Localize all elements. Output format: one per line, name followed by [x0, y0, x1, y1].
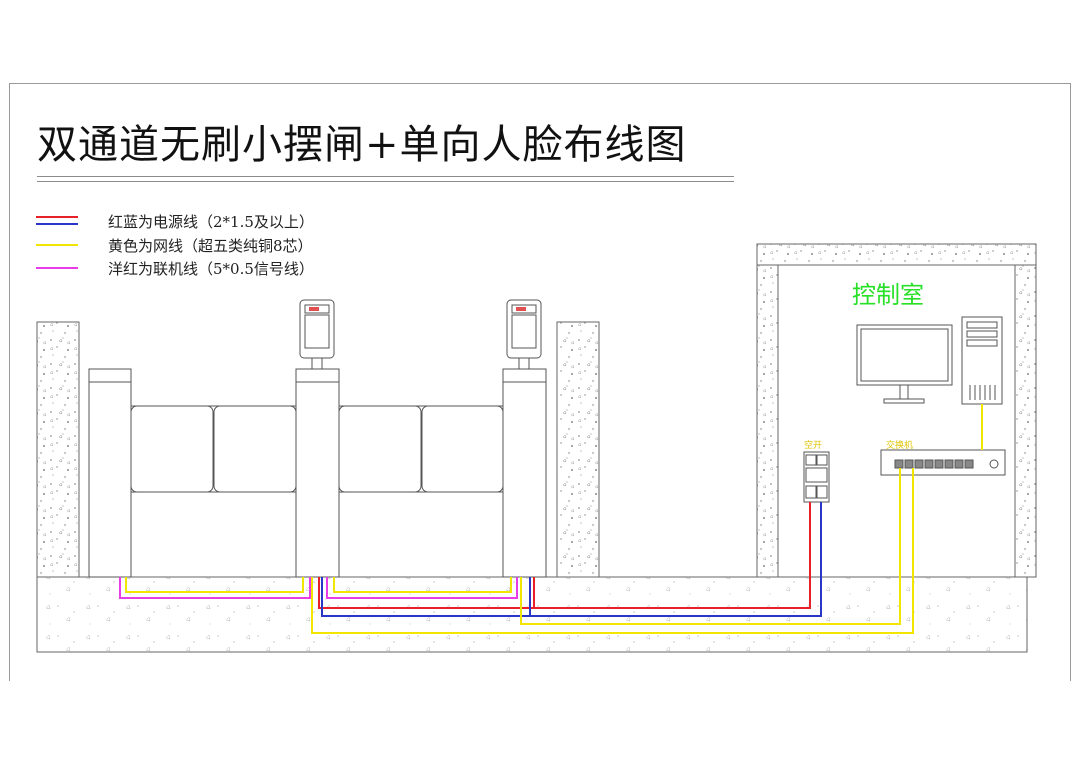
circuit-breaker	[803, 451, 830, 503]
control-room-walls	[756, 243, 1037, 578]
title-underline	[37, 176, 734, 177]
legend-yellow-swatch	[36, 244, 78, 246]
network-cable-lane-2	[333, 577, 512, 593]
network-switch	[880, 449, 1006, 476]
power-cable-red	[318, 502, 811, 609]
gate-cabinet-middle	[295, 368, 340, 578]
network-cable-terminal-2	[520, 468, 901, 625]
breaker-label: 空开	[804, 441, 823, 451]
gate-cabinet-right	[502, 368, 547, 578]
monitor	[856, 324, 953, 404]
drawing-sheet	[9, 83, 1071, 681]
power-cable-blue	[321, 502, 822, 617]
legend-link-text: 洋红为联机线（5*0.5信号线）	[108, 260, 314, 278]
legend-red-swatch	[36, 216, 78, 218]
face-terminal-2	[506, 299, 542, 370]
pc-tower	[961, 316, 1003, 405]
left-wall	[36, 321, 80, 578]
diagram-title: 双通道无刷小摆闸+单向人脸布线图	[37, 122, 687, 168]
floor-slab	[36, 576, 1028, 653]
swing-panels-lane-2	[338, 405, 504, 493]
face-terminal-1	[299, 299, 335, 370]
link-cable-lane-2	[326, 577, 518, 599]
legend-magenta-swatch	[36, 267, 78, 269]
switch-label: 交换机	[886, 441, 914, 451]
link-cable-lane-1	[119, 577, 311, 599]
network-cable-terminal-1	[311, 468, 914, 634]
legend-blue-swatch	[36, 223, 78, 225]
gate-cabinet-left	[88, 368, 132, 578]
right-wall	[556, 321, 600, 578]
title-underline-2	[37, 181, 734, 182]
network-cable-lane-1	[125, 577, 304, 593]
legend-power-text: 红蓝为电源线（2*1.5及以上）	[108, 213, 314, 231]
swing-panels-lane-1	[130, 405, 297, 493]
legend-network-text: 黄色为网线（超五类纯铜8芯）	[108, 237, 313, 255]
control-room-label: 控制室	[852, 281, 924, 309]
